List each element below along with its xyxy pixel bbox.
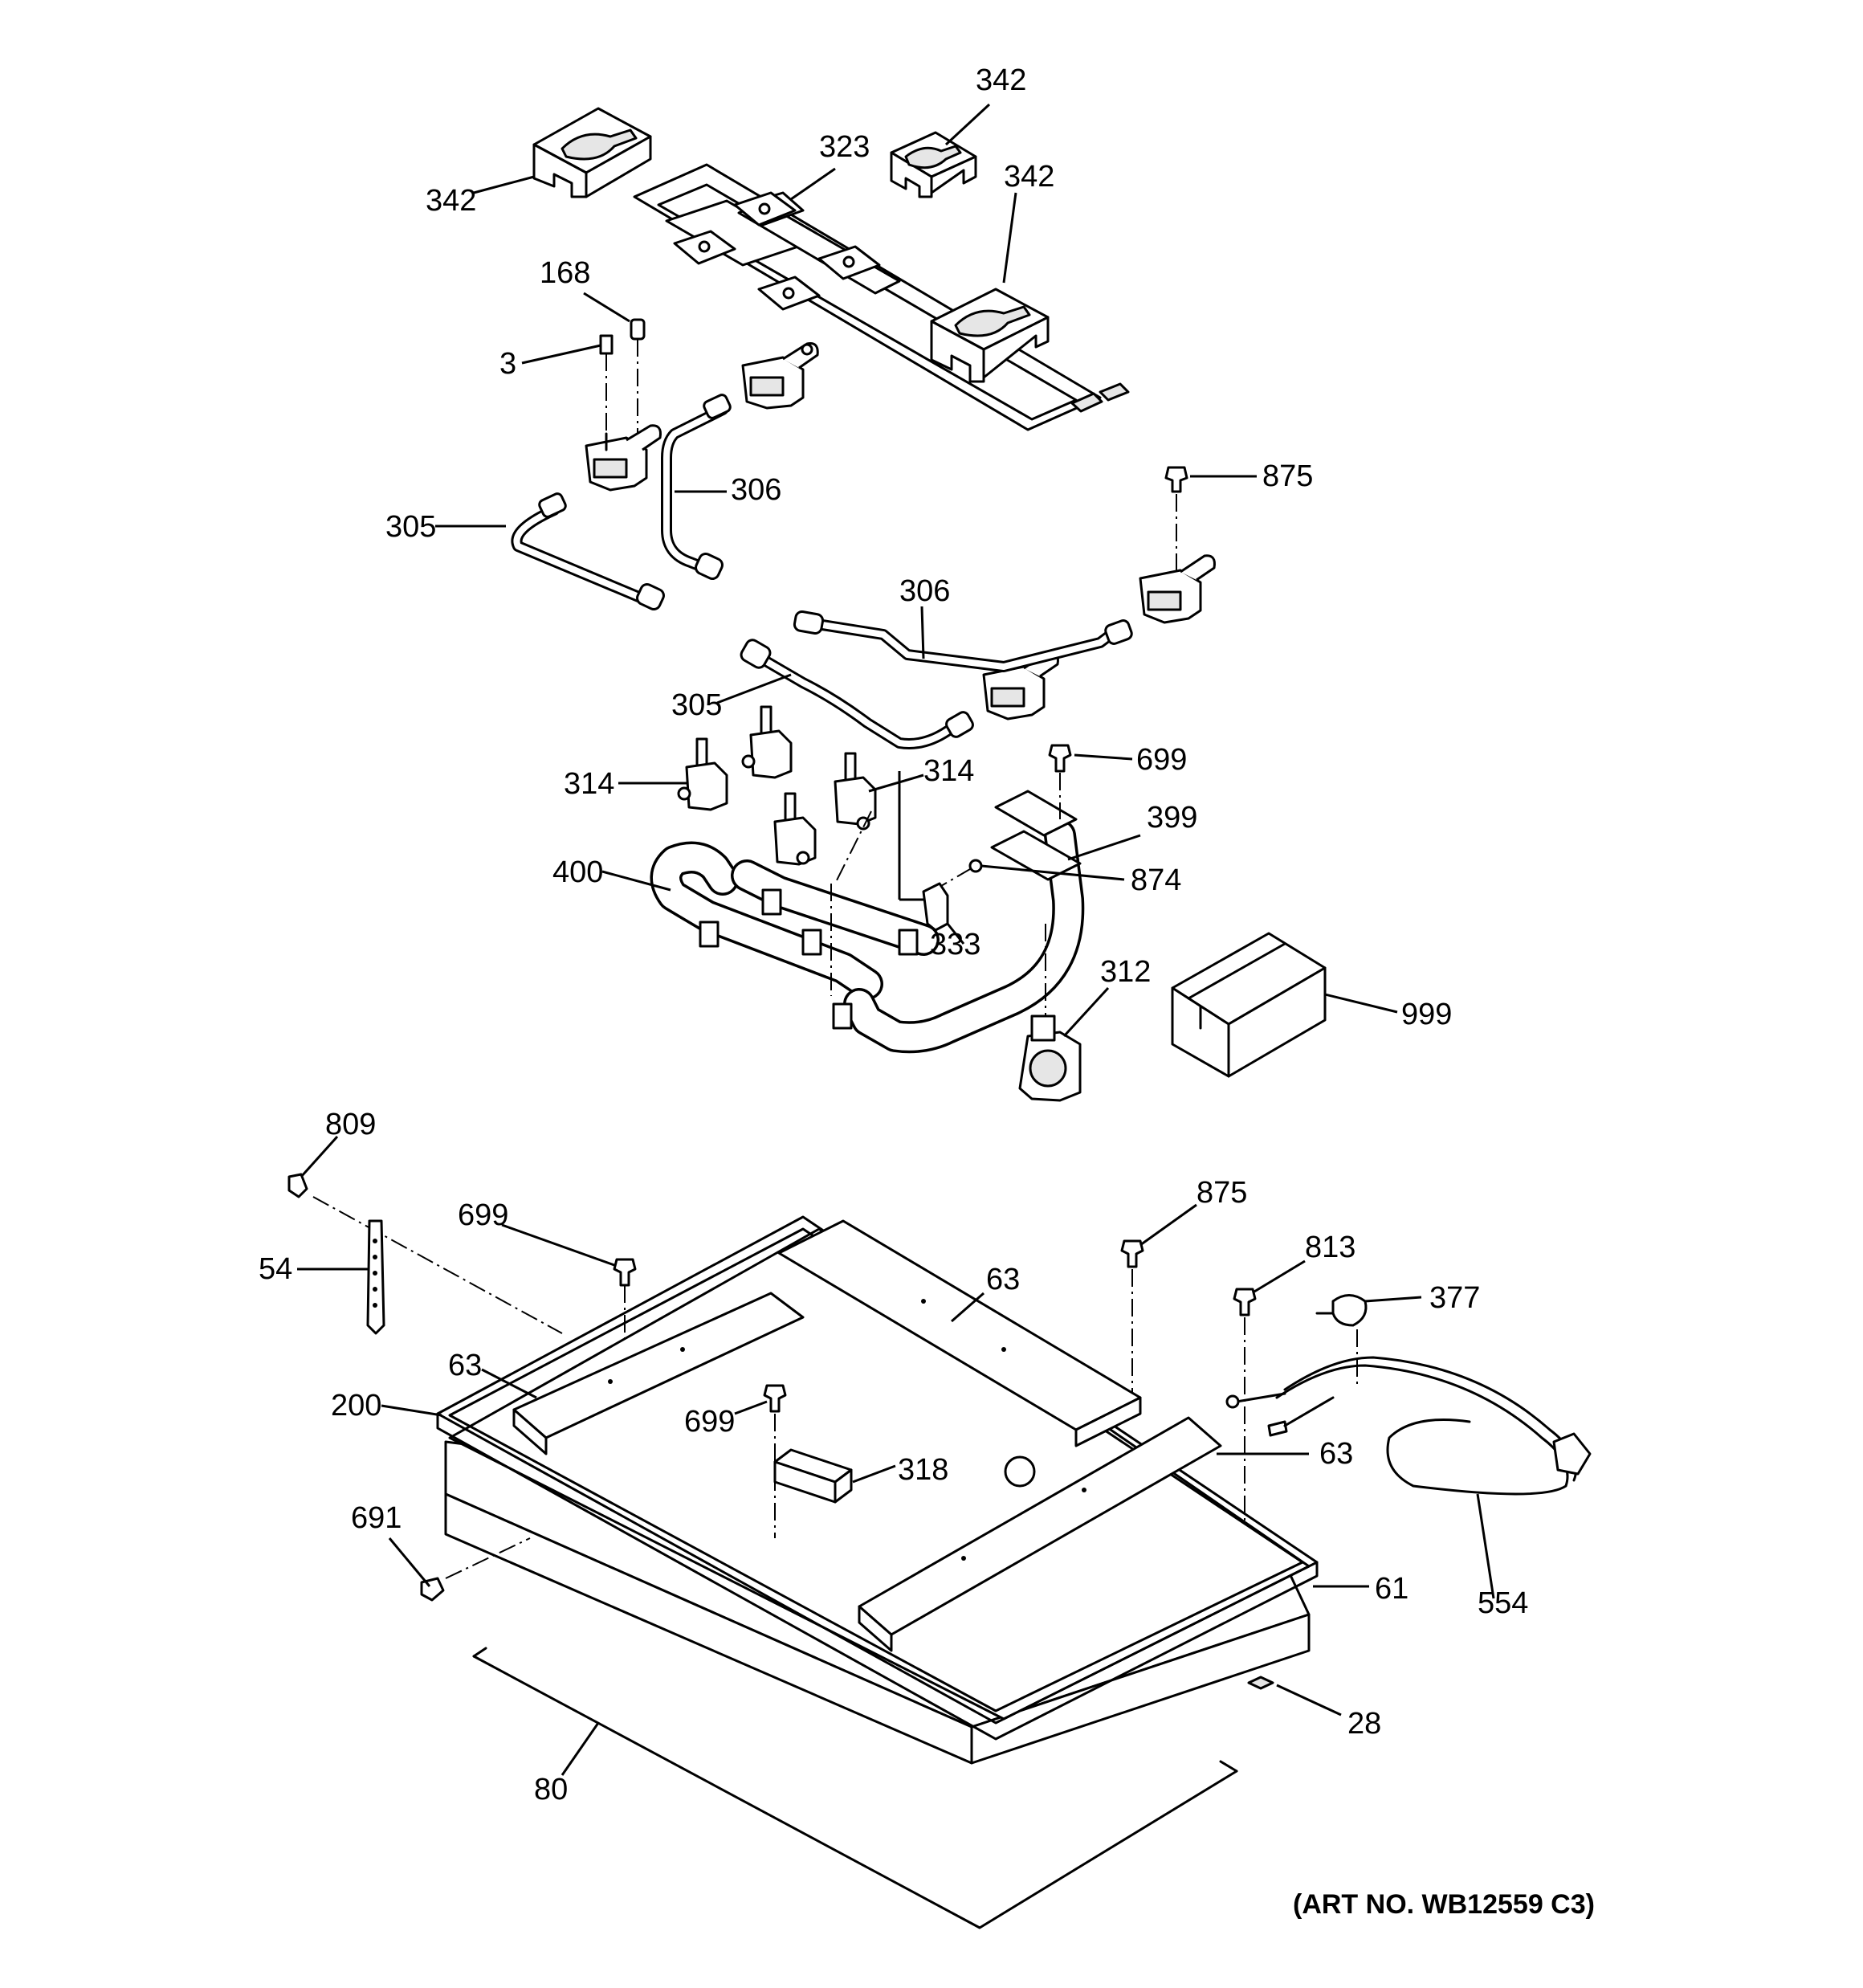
orifice-holder-314 [773,792,817,866]
gas-tube-305-center [740,639,974,749]
harness-connector-block [757,276,821,311]
screw-168 [630,318,646,438]
clip-342-left [532,107,652,198]
callout-377: 377 [1429,1281,1480,1315]
burner-valve-left [585,424,662,492]
callout-305-center: 305 [671,688,722,722]
callout-342-right: 342 [1004,160,1054,194]
clip-342-top [890,131,977,198]
mounting-rail-63 [777,1219,1142,1447]
callout-80: 80 [534,1773,568,1806]
callout-809: 809 [325,1108,376,1141]
harness-connector-block [733,191,797,227]
screw-699-upper [1048,744,1072,819]
callout-342-top: 342 [976,63,1026,97]
callout-63-top: 63 [986,1263,1020,1296]
spacer-28 [1247,1676,1274,1690]
callout-342-left: 342 [426,184,476,218]
callout-875-lower: 875 [1196,1176,1247,1210]
screw-809 [287,1173,563,1334]
bracket-54 [366,1219,385,1335]
spark-module-318 [773,1448,853,1504]
callout-61: 61 [1375,1572,1408,1606]
gas-tube-306-center [793,610,1133,672]
clip-342-right [930,288,1050,383]
mounting-rail-63 [512,1292,805,1455]
callout-63-right: 63 [1319,1437,1353,1471]
wire-harness-323 [633,163,1130,431]
bracket-399 [990,790,1082,881]
screw-3 [599,334,614,450]
callout-875-upper: 875 [1262,459,1313,493]
callout-314-left: 314 [564,767,614,801]
callout-874: 874 [1131,863,1181,897]
clip-333 [898,771,949,932]
callout-699-upper: 699 [1136,743,1187,777]
callout-63-left: 63 [448,1349,482,1382]
callout-400: 400 [552,855,603,889]
leader-lines [297,103,1495,1776]
callout-554: 554 [1478,1586,1528,1620]
callout-306-left: 306 [731,473,781,507]
art-number: (ART NO. WB12559 C3) [1293,1889,1595,1920]
callout-691: 691 [351,1501,402,1535]
callout-28: 28 [1347,1707,1381,1741]
orifice-holder-314 [741,705,793,779]
manifold-pipe-400 [650,819,1085,1054]
pressure-regulator-312 [1018,924,1082,1102]
thermal-switch-377 [1315,1294,1368,1386]
orifice-holder-314 [677,737,728,811]
screw-699-center [763,1384,787,1538]
orifice-holder-314 [834,752,877,831]
mounting-rail-63 [858,1416,1222,1652]
callout-323: 323 [819,130,870,164]
callout-999: 999 [1401,998,1452,1031]
callout-399: 399 [1147,801,1197,835]
callout-305-left: 305 [385,510,436,544]
callout-306-center: 306 [899,574,950,608]
power-cord-554 [1225,1356,1592,1496]
gas-tube-306-left [661,394,732,580]
screw-813 [1233,1288,1257,1671]
callout-labels: 342 342 342 323 168 3 306 305 875 306 30… [259,63,1595,1920]
burner-valve-upper [741,342,819,410]
frame-200 [436,1215,1319,1741]
callout-813: 813 [1305,1231,1355,1264]
screw-875-upper [1164,466,1188,578]
carton-999 [1171,932,1327,1078]
gasket-80 [472,1647,1238,1929]
callout-312: 312 [1100,955,1151,989]
callout-3: 3 [499,347,516,381]
callout-54: 54 [259,1252,292,1286]
harness-connector-block [673,230,736,265]
callout-200: 200 [331,1389,381,1423]
callout-333: 333 [930,928,980,961]
callout-699-left: 699 [458,1198,508,1232]
gas-tube-305-left [511,492,665,610]
callout-314-right: 314 [923,754,974,788]
callout-168: 168 [540,256,590,290]
callout-318: 318 [898,1453,948,1487]
burner-valve-right [1139,554,1216,624]
callout-699-center: 699 [684,1405,735,1439]
harness-connector-block [817,245,881,280]
